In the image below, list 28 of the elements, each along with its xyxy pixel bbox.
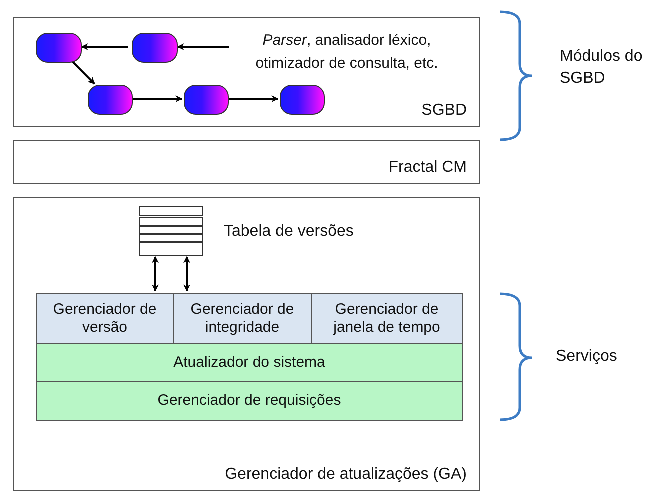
- layer-box: [13, 140, 480, 184]
- arrow: [177, 44, 229, 50]
- layer-title: Fractal CM: [388, 159, 467, 177]
- arrow: [184, 256, 190, 292]
- layer-box: [13, 197, 480, 491]
- service-bar: Gerenciador de requisições: [36, 381, 463, 421]
- service-cell: Gerenciador de janela de tempo: [311, 293, 463, 344]
- module-capsule: [280, 85, 325, 115]
- arrow: [81, 44, 128, 50]
- arrow: [152, 256, 159, 292]
- module-capsule: [184, 85, 229, 115]
- layer-title: SGBD: [422, 102, 467, 120]
- arrow: [229, 96, 279, 102]
- module-capsule: [88, 85, 133, 115]
- layer-title: Gerenciador de atualizações (GA): [225, 466, 467, 484]
- table-caption: Tabela de versões: [224, 222, 354, 242]
- side-label: Serviços: [556, 347, 618, 367]
- arrow: [133, 96, 183, 102]
- side-label: Módulos do SGBD: [560, 47, 644, 89]
- service-cell: Gerenciador de integridade: [173, 293, 312, 344]
- table-icon: [139, 206, 203, 256]
- arrow: [72, 61, 96, 85]
- service-bar: Atualizador do sistema: [36, 343, 463, 382]
- description-text: Parser, analisador léxico, otimizador de consulta, etc.: [233, 29, 461, 77]
- service-cell: Gerenciador de versão: [36, 293, 174, 344]
- module-capsule: [132, 33, 178, 63]
- module-capsule: [36, 33, 82, 63]
- layer-box: [13, 17, 480, 127]
